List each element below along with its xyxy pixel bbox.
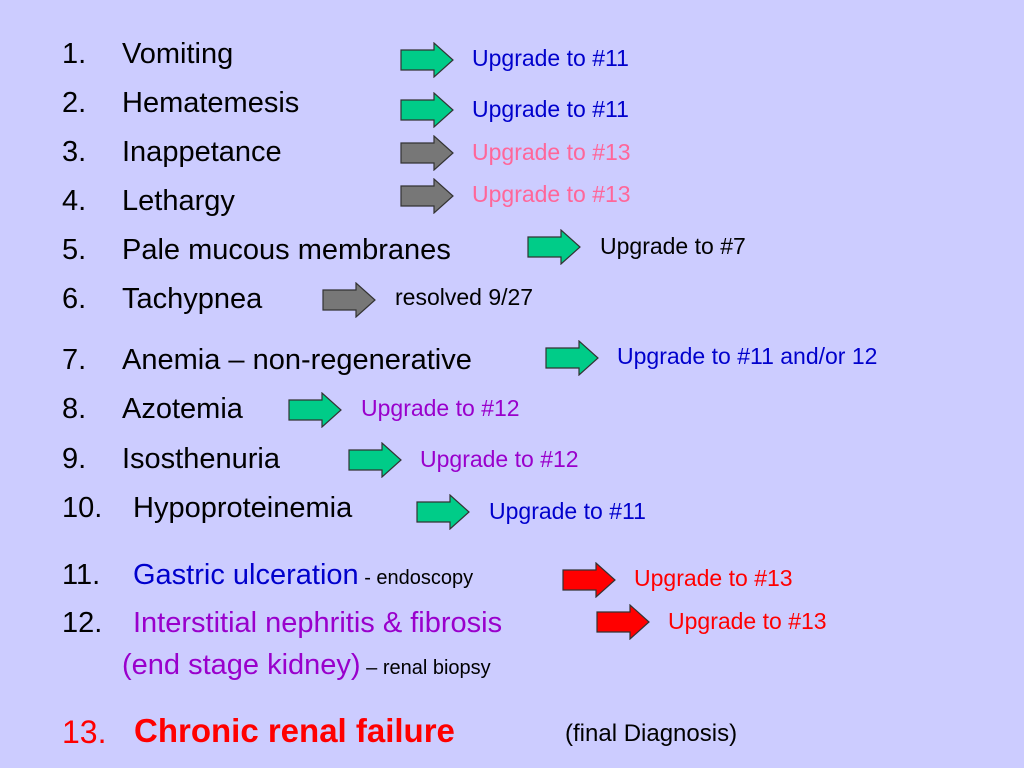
item-10-number: 10. bbox=[62, 492, 103, 524]
arrow-right-icon-11 bbox=[562, 562, 616, 598]
arrow-right-icon-5 bbox=[527, 229, 581, 265]
item-2-number: 2. bbox=[62, 87, 87, 119]
item-6-label: Tachypnea bbox=[122, 283, 263, 315]
item-1-label: Vomiting bbox=[122, 38, 234, 70]
item-11-line: Gastric ulceration - endoscopy bbox=[133, 561, 473, 590]
final-number: 13. bbox=[62, 714, 107, 750]
item-4-note: Upgrade to #13 bbox=[472, 181, 631, 207]
item-8-number: 8. bbox=[62, 393, 87, 425]
item-4-number: 4. bbox=[62, 185, 87, 217]
arrow-right-icon-8 bbox=[288, 392, 342, 428]
item-12-label-line2: (end stage kidney) bbox=[122, 649, 361, 681]
item-3-label: Inappetance bbox=[122, 136, 282, 168]
item-4-label: Lethargy bbox=[122, 185, 235, 217]
arrow-right-icon-12 bbox=[596, 604, 650, 640]
item-9-label: Isosthenuria bbox=[122, 443, 280, 475]
item-8-note: Upgrade to #12 bbox=[361, 395, 520, 421]
arrow-right-icon-6 bbox=[322, 282, 376, 318]
item-11-suffix: - endoscopy bbox=[358, 567, 474, 589]
item-11-label: Gastric ulceration bbox=[133, 559, 359, 591]
item-9-note: Upgrade to #12 bbox=[420, 446, 579, 472]
arrow-right-icon-7 bbox=[545, 340, 599, 376]
item-5-label: Pale mucous membranes bbox=[122, 234, 451, 266]
item-6-note: resolved 9/27 bbox=[395, 284, 534, 310]
final-title: Chronic renal failure bbox=[134, 712, 455, 749]
item-12-note: Upgrade to #13 bbox=[668, 608, 827, 634]
item-6-number: 6. bbox=[62, 283, 87, 315]
item-7-number: 7. bbox=[62, 344, 87, 376]
item-3-note: Upgrade to #13 bbox=[472, 139, 631, 165]
arrow-right-icon-2 bbox=[400, 92, 454, 128]
item-7-label: Anemia – non-regenerative bbox=[122, 344, 472, 376]
arrow-right-icon-1 bbox=[400, 42, 454, 78]
item-8-label: Azotemia bbox=[122, 393, 243, 425]
item-5-number: 5. bbox=[62, 234, 87, 266]
final-suffix: (final Diagnosis) bbox=[565, 720, 738, 747]
item-2-label: Hematemesis bbox=[122, 87, 300, 119]
item-12-line2: (end stage kidney) – renal biopsy bbox=[122, 651, 491, 680]
item-7-note: Upgrade to #11 and/or 12 bbox=[617, 343, 878, 369]
item-10-label: Hypoproteinemia bbox=[133, 492, 353, 524]
item-11-note: Upgrade to #13 bbox=[634, 565, 793, 591]
item-12-number: 12. bbox=[62, 607, 103, 639]
item-12-suffix: – renal biopsy bbox=[360, 657, 491, 679]
item-1-note: Upgrade to #11 bbox=[472, 45, 629, 71]
arrow-right-icon-4 bbox=[400, 178, 454, 214]
item-9-number: 9. bbox=[62, 443, 87, 475]
item-10-note: Upgrade to #11 bbox=[489, 498, 646, 524]
item-11-number: 11. bbox=[62, 559, 101, 591]
arrow-right-icon-10 bbox=[416, 494, 470, 530]
arrow-right-icon-9 bbox=[348, 442, 402, 478]
item-3-number: 3. bbox=[62, 136, 87, 168]
arrow-right-icon-3 bbox=[400, 135, 454, 171]
item-1-number: 1. bbox=[62, 38, 87, 70]
item-12-label: Interstitial nephritis & fibrosis bbox=[133, 607, 503, 639]
item-2-note: Upgrade to #11 bbox=[472, 96, 629, 122]
item-5-note: Upgrade to #7 bbox=[600, 233, 746, 259]
